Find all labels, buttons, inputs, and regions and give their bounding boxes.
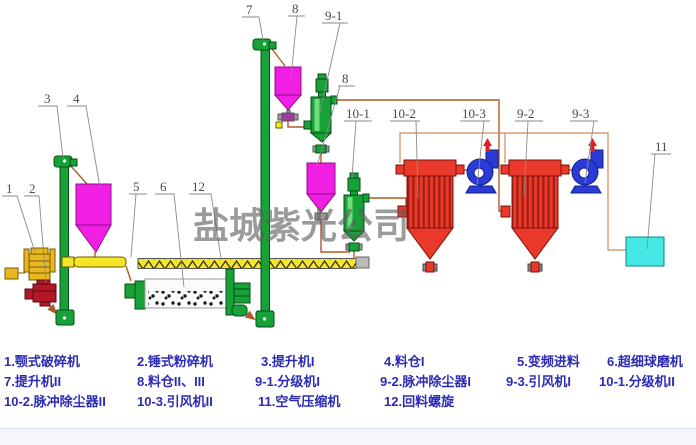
callout-3: 3	[38, 91, 64, 159]
elevator-1	[53, 155, 78, 326]
callout-8a-label: 8	[292, 1, 299, 16]
callout-6: 6	[155, 179, 185, 288]
callout-9-3-label: 9-3	[572, 106, 589, 121]
callout-5: 5	[129, 179, 147, 258]
bottom-divider	[0, 428, 696, 445]
callout-12: 12	[189, 179, 222, 259]
callout-2: 2	[24, 181, 47, 283]
callout-7: 7	[242, 2, 264, 41]
callout-4: 4	[67, 91, 101, 189]
exhaust-arrow-2	[483, 138, 492, 152]
callout-1: 1	[2, 181, 36, 253]
callout-10-2: 10-2	[390, 106, 420, 199]
callout-5-label: 5	[133, 179, 140, 194]
callout-2-label: 2	[29, 181, 36, 196]
callout-12-label: 12	[192, 179, 205, 194]
callout-7-label: 7	[246, 2, 253, 17]
callout-9-3: 9-3	[570, 106, 598, 184]
pulse-air-line	[399, 132, 626, 251]
callout-3-label: 3	[44, 91, 51, 106]
classifier-2	[342, 172, 370, 252]
callout-9-2-label: 9-2	[517, 106, 534, 121]
exhaust-arrow-1	[588, 138, 597, 152]
callout-10-3-label: 10-3	[462, 106, 486, 121]
callout-11-label: 11	[655, 139, 668, 154]
dust-collector-1	[500, 159, 570, 273]
elevator-2	[252, 38, 277, 328]
silo-3	[305, 162, 337, 221]
callout-10-1: 10-1	[344, 106, 372, 179]
air-compressor	[625, 236, 665, 267]
fan-1	[570, 138, 604, 194]
ball-mill	[124, 268, 251, 317]
silo-2	[273, 66, 303, 129]
callout-9-1-label: 9-1	[325, 8, 342, 23]
callout-1-label: 1	[6, 181, 13, 196]
silo-1	[75, 183, 112, 253]
callout-10-2-label: 10-2	[392, 106, 416, 121]
callout-8b-label: 8	[342, 71, 349, 86]
jaw-crusher	[4, 247, 56, 281]
callout-9-2: 9-2	[515, 106, 543, 197]
hammer-mill	[24, 279, 57, 307]
callout-8a: 8	[288, 1, 305, 79]
callout-8b: 8	[316, 71, 355, 167]
callout-9-1: 9-1	[319, 8, 348, 113]
pipe-classifier2-to-collector2	[369, 197, 407, 207]
callouts: 1 2 3 4 5 6 12 7 8 9-1 8 10-1 10-2 10-3 …	[2, 1, 671, 288]
callout-10-1-label: 10-1	[346, 106, 370, 121]
fan-2	[465, 138, 499, 194]
company-watermark: 盐城紫光公司	[193, 206, 409, 246]
callout-10-3: 10-3	[460, 106, 490, 187]
callout-11: 11	[646, 139, 671, 250]
return-screw-conveyor	[137, 256, 370, 269]
screw-feeder	[61, 256, 127, 268]
callout-4-label: 4	[73, 91, 80, 106]
callout-6-label: 6	[160, 179, 167, 194]
